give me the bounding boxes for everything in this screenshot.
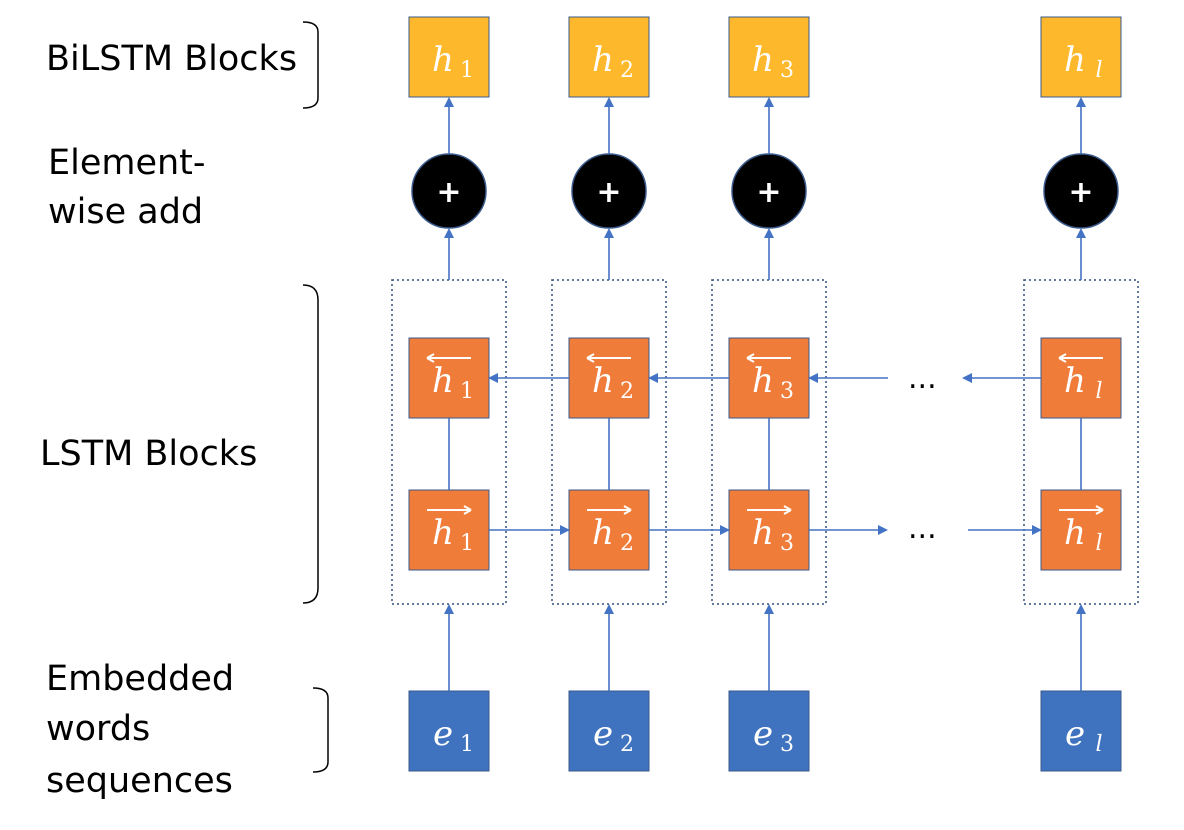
plus-symbol: + <box>1068 175 1093 210</box>
symbol-h: h <box>752 361 774 401</box>
subscript: 1 <box>460 58 474 83</box>
subscript: 2 <box>620 732 634 757</box>
symbol-h: h <box>592 40 614 80</box>
plus-symbol: + <box>596 175 621 210</box>
subscript: 3 <box>780 531 794 556</box>
subscript: l <box>1095 379 1102 404</box>
label-elementwise-line1: Element- <box>48 143 206 183</box>
subscript: 3 <box>780 732 794 757</box>
subscript: l <box>1095 58 1102 83</box>
bracket-lstm <box>302 284 319 604</box>
symbol-h: h <box>432 513 454 553</box>
over-arrow-head <box>1095 505 1104 515</box>
subscript: 2 <box>620 531 634 556</box>
bilstm-box <box>1040 16 1122 98</box>
symbol-e: e <box>753 714 773 754</box>
subscript: l <box>1095 732 1102 757</box>
bracket-embedded <box>312 687 329 773</box>
label-elementwise-line2: wise add <box>48 192 203 232</box>
symbol-h: h <box>752 40 774 80</box>
label-embedded-line3: sequences <box>46 761 233 801</box>
subscript: 1 <box>460 732 474 757</box>
over-arrow-head <box>623 505 632 515</box>
subscript: 2 <box>620 379 634 404</box>
symbol-h: h <box>432 40 454 80</box>
symbol-e: e <box>433 714 453 754</box>
over-arrow-head <box>1058 353 1067 363</box>
label-lstm-blocks: LSTM Blocks <box>40 434 257 474</box>
bracket-bilstm <box>302 21 319 109</box>
subscript: 1 <box>460 379 474 404</box>
plus-symbol: + <box>436 175 461 210</box>
symbol-e: e <box>593 714 613 754</box>
ellipsis-forward: ... <box>908 511 937 546</box>
recurrent-connections <box>488 373 1042 535</box>
bilstm-box <box>728 16 810 98</box>
symbol-h: h <box>592 361 614 401</box>
subscript: 1 <box>460 531 474 556</box>
subscript: 3 <box>780 379 794 404</box>
over-arrow-head <box>426 353 435 363</box>
over-arrow-head <box>746 353 755 363</box>
symbol-e: e <box>1065 714 1085 754</box>
bilstm-box <box>568 16 650 98</box>
embed-box <box>1040 690 1122 772</box>
backward-lstm-box <box>1040 337 1122 419</box>
label-bilstm-blocks: BiLSTM Blocks <box>46 39 297 79</box>
over-arrow-head <box>586 353 595 363</box>
subscript: 3 <box>780 58 794 83</box>
over-arrow-head <box>463 505 472 515</box>
symbol-h: h <box>1064 40 1086 80</box>
symbol-h: h <box>1064 361 1086 401</box>
symbol-h: h <box>1064 513 1086 553</box>
ellipsis-backward: ... <box>908 361 937 396</box>
label-embedded-line1: Embedded <box>46 659 234 699</box>
symbol-h: h <box>752 513 774 553</box>
bilstm-box <box>408 16 490 98</box>
forward-lstm-box <box>728 489 810 571</box>
embed-box <box>408 690 490 772</box>
embed-box <box>728 690 810 772</box>
plus-symbol: + <box>756 175 781 210</box>
embed-box <box>568 690 650 772</box>
forward-lstm-box <box>1040 489 1122 571</box>
over-arrow-head <box>783 505 792 515</box>
subscript: l <box>1095 531 1102 556</box>
symbol-h: h <box>432 361 454 401</box>
label-embedded-line2: words <box>46 709 150 749</box>
symbol-h: h <box>592 513 614 553</box>
subscript: 2 <box>620 58 634 83</box>
forward-lstm-box <box>568 489 650 571</box>
